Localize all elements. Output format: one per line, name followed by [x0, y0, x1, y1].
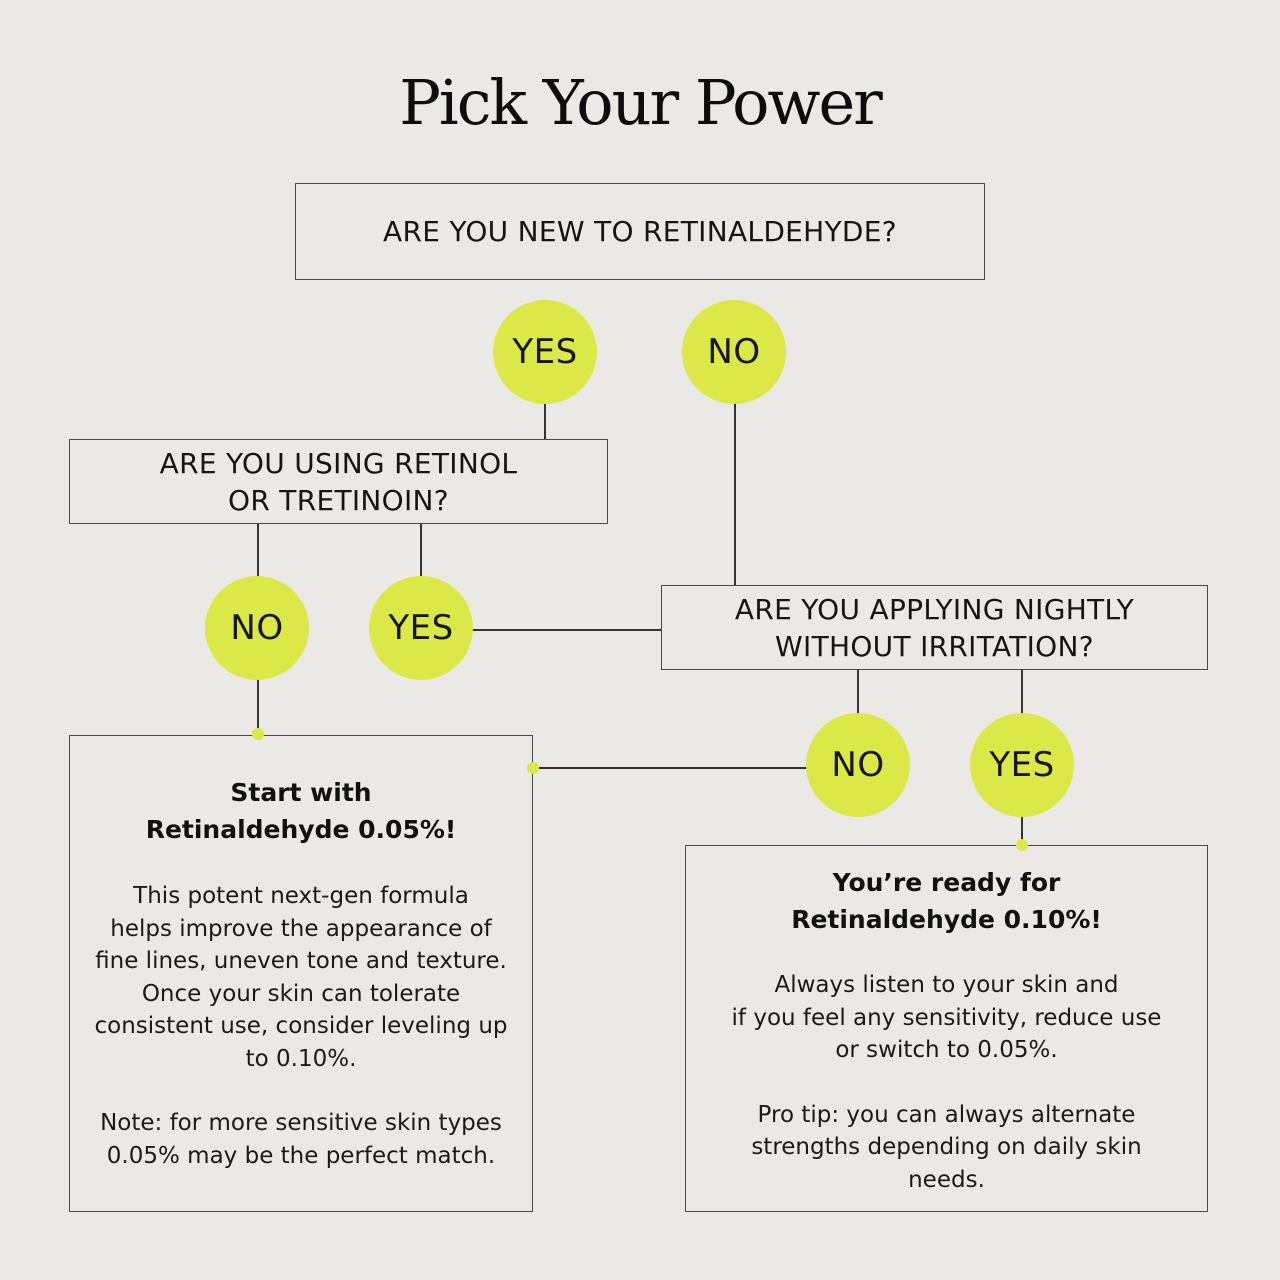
- connector-q2-yes: [420, 523, 422, 577]
- answer-q3-yes: YES: [970, 713, 1074, 817]
- connector-q3no-result-low: [533, 767, 807, 769]
- answer-q1-no: NO: [682, 300, 786, 404]
- question-text: ARE YOU USING RETINOL OR TRETINOIN?: [159, 446, 518, 517]
- answer-q2-no: NO: [205, 576, 309, 680]
- connector-q2-no: [257, 523, 259, 577]
- page-title: Pick Your Power: [399, 66, 883, 139]
- result-note: Note: for more sensitive skin types 0.05…: [100, 1110, 502, 1169]
- connector-q3-yes: [1021, 669, 1023, 713]
- result-heading: You’re ready for Retinaldehyde 0.10%!: [791, 868, 1102, 934]
- question-new-to-retinaldehyde: ARE YOU NEW TO RETINALDEHYDE?: [295, 183, 985, 280]
- answer-q1-yes: YES: [493, 300, 597, 404]
- question-using-retinol: ARE YOU USING RETINOL OR TRETINOIN?: [69, 439, 608, 524]
- answer-q2-yes: YES: [369, 576, 473, 680]
- connector-q3-no: [857, 669, 859, 713]
- result-high-strength: You’re ready for Retinaldehyde 0.10%! Al…: [685, 845, 1208, 1212]
- answer-q3-no: NO: [806, 713, 910, 817]
- question-applying-nightly: ARE YOU APPLYING NIGHTLY WITHOUT IRRITAT…: [661, 585, 1208, 670]
- connector-q2yes-q3: [472, 629, 662, 631]
- connector-q1no-q3: [734, 400, 736, 586]
- connector-q2no-result-low: [257, 678, 259, 734]
- connector-q3yes-result-high: [1021, 816, 1023, 846]
- result-body: This potent next-gen formula helps impro…: [94, 883, 508, 1072]
- question-text: ARE YOU APPLYING NIGHTLY WITHOUT IRRITAT…: [734, 592, 1135, 663]
- question-text: ARE YOU NEW TO RETINALDEHYDE?: [383, 215, 897, 248]
- result-body: Always listen to your skin and if you fe…: [731, 972, 1162, 1063]
- result-heading: Start with Retinaldehyde 0.05%!: [145, 778, 457, 844]
- connector-dot: [527, 762, 539, 774]
- connector-dot: [1016, 839, 1028, 851]
- connector-q1yes-q2: [544, 400, 546, 440]
- connector-dot: [252, 728, 264, 740]
- result-note: Pro tip: you can always alternate streng…: [751, 1101, 1142, 1193]
- result-low-strength: Start with Retinaldehyde 0.05%! This pot…: [69, 735, 533, 1212]
